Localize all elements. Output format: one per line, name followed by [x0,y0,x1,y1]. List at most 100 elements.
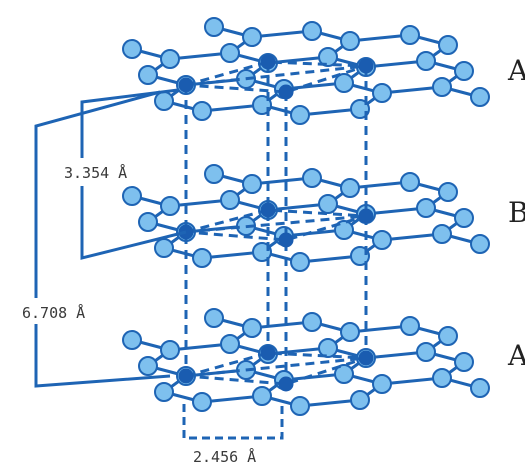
carbon-atom [154,91,174,111]
carbon-atom [334,73,354,93]
carbon-atom [302,21,322,41]
carbon-atom [438,35,458,55]
lattice-constant-bracket [182,404,284,440]
carbon-atom [318,338,338,358]
carbon-atom [318,47,338,67]
carbon-bond [283,228,345,238]
carbon-atom [470,234,490,254]
carbon-atom [454,352,474,372]
carbon-bond [381,232,443,242]
carbon-atom [122,186,142,206]
carbon-bond [267,202,329,212]
unit-cell-atom [178,368,194,384]
unit-cell-diagonal [185,64,367,87]
carbon-atom [470,87,490,107]
carbon-atom [192,392,212,412]
carbon-atom [154,382,174,402]
carbon-atom [334,364,354,384]
carbon-bond [349,324,411,334]
carbon-bond [201,394,263,404]
carbon-bond [169,51,231,61]
carbon-atom [192,101,212,121]
carbon-atom [220,334,240,354]
carbon-atom [350,390,370,410]
unit-cell-atom [260,202,276,218]
carbon-atom [432,368,452,388]
carbon-atom [400,172,420,192]
carbon-atom [372,83,392,103]
c-axis-bracket [34,90,171,388]
carbon-atom [220,190,240,210]
unit-cell-atom [278,376,294,392]
carbon-atom [242,318,262,338]
carbon-bond [381,85,443,95]
carbon-atom [204,17,224,37]
carbon-atom [416,198,436,218]
carbon-atom [204,164,224,184]
carbon-bond [365,59,427,69]
carbon-bond [349,33,411,43]
carbon-atom [318,194,338,214]
carbon-atom [290,396,310,416]
c-axis-spacing-label: 6.708 Å [22,303,85,322]
carbon-atom [252,386,272,406]
carbon-atom [290,252,310,272]
carbon-atom [432,224,452,244]
carbon-atom [470,378,490,398]
unit-cell-atom [260,54,276,70]
dimension-brackets [34,88,187,388]
carbon-atom [302,168,322,188]
unit-cell-atom [178,77,194,93]
carbon-atom [340,178,360,198]
carbon-bond [251,29,313,39]
carbon-atom [372,374,392,394]
graphene-layer-a-bottom [122,308,490,416]
carbon-atom [416,342,436,362]
carbon-atom [160,196,180,216]
layer-label-a-top: A [507,54,525,87]
carbon-atom [302,312,322,332]
carbon-atom [454,208,474,228]
carbon-atom [372,230,392,250]
unit-cell-atoms [178,54,374,392]
carbon-atom [242,174,262,194]
carbon-atom [204,308,224,328]
carbon-bond [365,206,427,216]
carbon-atom [340,31,360,51]
interlayer-spacing-label: 3.354 Å [64,163,127,182]
unit-cell-atom [358,58,374,74]
carbon-atom [416,51,436,71]
carbon-atom [242,27,262,47]
carbon-atom [138,356,158,376]
carbon-bond [251,176,313,186]
unit-cell-atom [358,208,374,224]
carbon-atom [438,182,458,202]
carbon-atom [160,340,180,360]
carbon-bond [299,254,361,264]
carbon-bond [169,342,231,352]
carbon-bond [381,376,443,386]
unit-cell-diagonal [185,214,367,234]
lattice-constant-label: 2.456 Å [193,447,256,464]
graphene-layer-b [122,164,490,272]
label-backdrop [20,298,120,324]
carbon-atom [400,316,420,336]
layer-label-b: B [508,196,525,229]
carbon-atom [154,238,174,258]
carbon-atom [340,322,360,342]
carbon-atom [138,212,158,232]
carbon-atom [160,49,180,69]
unit-cell-diagonal [185,356,367,378]
unit-cell-atom [358,350,374,366]
carbon-bond [299,398,361,408]
carbon-atom [220,43,240,63]
carbon-bond [201,250,263,260]
carbon-atom [290,105,310,125]
unit-cell-atom [278,232,294,248]
carbon-atom [438,326,458,346]
layer-label-a-bottom: A [507,339,525,372]
carbon-atom [432,77,452,97]
carbon-atom [122,330,142,350]
carbon-bond [201,103,263,113]
